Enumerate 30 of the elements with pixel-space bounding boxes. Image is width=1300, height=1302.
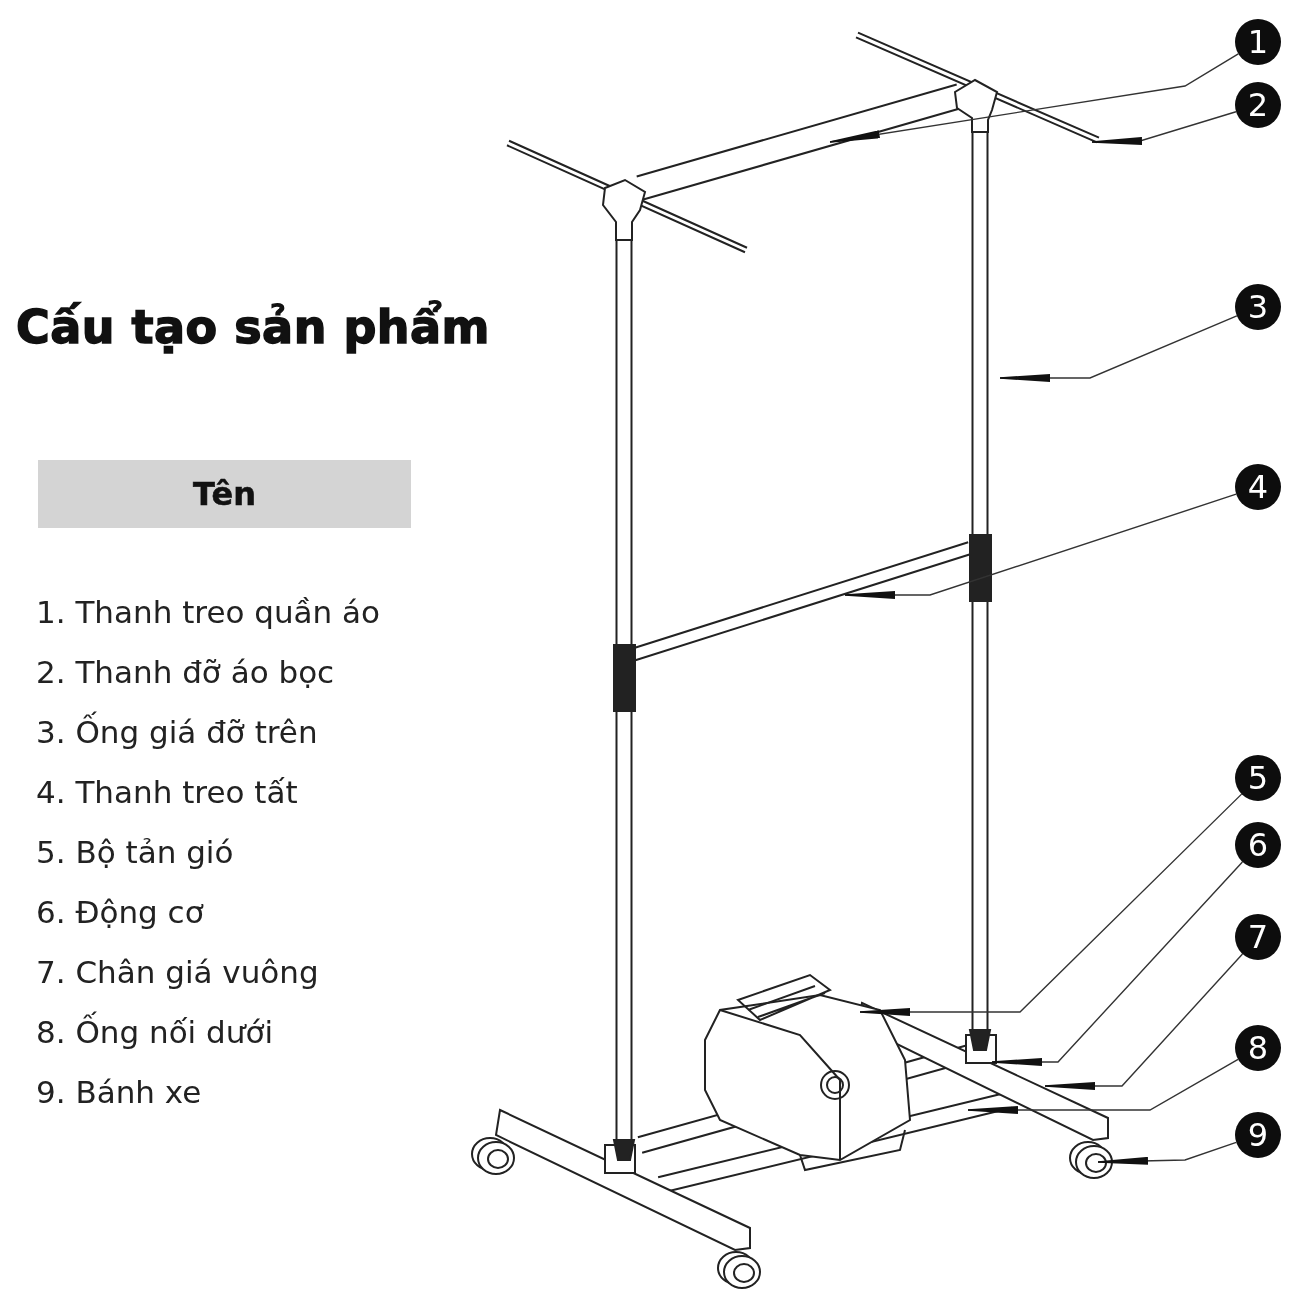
leader-line	[1044, 953, 1244, 1090]
title: Cấu tạo sản phẩm	[16, 300, 491, 354]
leader-line	[844, 493, 1237, 599]
callout-number: 7	[1235, 914, 1281, 960]
callout-number: 4	[1235, 464, 1281, 510]
callout-number: 3	[1235, 284, 1281, 330]
leader-line	[829, 53, 1239, 143]
part-name: 8. Ống nối dưới	[36, 1010, 381, 1070]
callout-number: 9	[1235, 1112, 1281, 1158]
part-name: 7. Chân giá vuông	[36, 953, 320, 992]
leader-line	[1091, 111, 1237, 145]
leader-line	[859, 793, 1243, 1016]
part-name: 3. Ống giá đỡ trên	[36, 710, 381, 770]
leader-line	[1097, 1141, 1237, 1165]
part-name: 5. Bộ tản gió	[36, 833, 235, 872]
callout-number: 2	[1235, 82, 1281, 128]
part-name: 1. Thanh treo quần áo	[36, 593, 381, 632]
callout-number: 5	[1235, 755, 1281, 801]
callout-number: 8	[1235, 1025, 1281, 1071]
part-name: 9. Bánh xe	[36, 1073, 203, 1112]
table-header	[38, 460, 411, 528]
leader-line	[967, 1058, 1239, 1114]
part-name: 6. Động cơ	[36, 893, 205, 932]
callout-number: 1	[1235, 19, 1281, 65]
callout-number: 6	[1235, 822, 1281, 868]
header-text: Tên	[193, 475, 256, 513]
part-name: 2. Thanh đỡ áo bọc	[36, 653, 336, 692]
leader-line	[991, 861, 1244, 1066]
part-name: 4. Thanh treo tất	[36, 773, 299, 812]
leader-line	[999, 315, 1238, 382]
